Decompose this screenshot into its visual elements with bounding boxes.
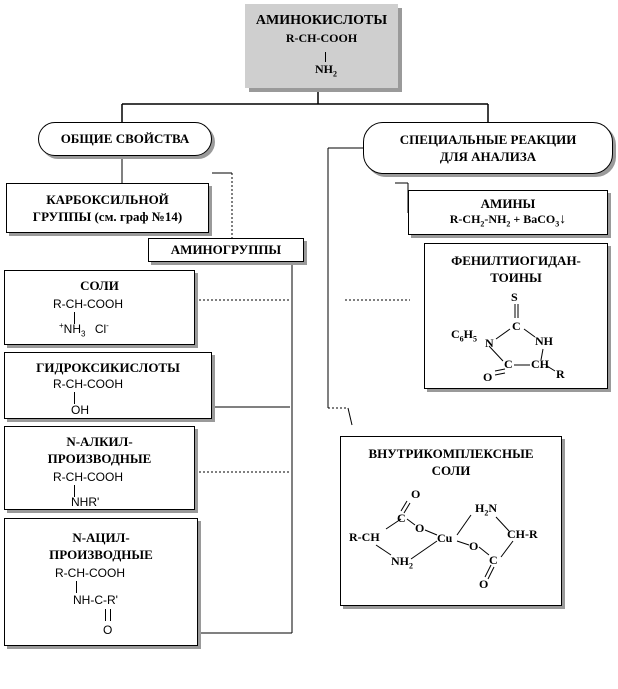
phenyl-r: R [556,367,565,381]
amino-group-box: АМИНОГРУППЫ [148,238,304,262]
chelate-salts-box: ВНУТРИКОМПЛЕКСНЫЕ СОЛИ O C O R-CH Cu NH2… [340,436,562,606]
chelate-c-left: C [397,511,406,525]
n-acyl-oxygen: O [103,623,113,637]
phenyl-c-top: C [512,319,521,333]
n-alkyl-bond [74,485,75,497]
phenyl-title-1: ФЕНИЛТИОГИДАН- [451,253,581,268]
n-acyl-title-1: N-АЦИЛ- [72,530,130,545]
chelate-bonds [375,500,514,580]
salts-box: СОЛИ R-CH-COOH +NH3 Cl- [4,270,195,345]
chelate-rch: R-CH [349,530,380,544]
carboxyl-line-2: ГРУППЫ (см. граф №14) [32,209,183,224]
salts-bond [74,312,75,324]
chelate-o-bottom: O [479,577,489,591]
general-properties-pill: ОБЩИЕ СВОЙСТВА [38,122,212,156]
hydroxy-title: ГИДРОКСИКИСЛОТЫ [36,360,180,375]
n-alkyl-formula: R-CH-COOH [53,470,123,484]
amines-box: АМИНЫ R-CH2-NH2 + BaCO3↓ [408,190,608,235]
n-acyl-formula: R-CH-COOH [55,566,125,580]
n-alkyl-nhr: NHR' [71,495,100,509]
amines-title: АМИНЫ [480,196,536,211]
chelate-cu: Cu [437,531,453,545]
special-reactions-label-2: ДЛЯ АНАЛИЗА [439,149,537,164]
chelate-o-right: O [469,539,479,553]
chelate-o-top: O [411,487,421,501]
hydroxy-oh: OH [71,403,89,417]
phenyl-oxygen: O [483,370,493,384]
salts-ammonium: +NH3 Cl- [59,321,109,339]
n-acyl-title-2: ПРОИЗВОДНЫЕ [49,547,153,562]
n-acyl-bond [76,581,77,593]
chelate-nh2-left: NH2 [391,554,413,571]
title-name: АМИНОКИСЛОТЫ [255,13,388,28]
chelate-title-2: СОЛИ [431,463,471,478]
n-acyl-box: N-АЦИЛ- ПРОИЗВОДНЫЕ R-CH-COOH NH-C-R' O [4,518,198,646]
chelate-title-1: ВНУТРИКОМПЛЕКСНЫЕ [368,446,534,461]
general-properties-label: ОБЩИЕ СВОЙСТВА [60,131,190,146]
phenyl-nh: NH [535,334,553,348]
phenyl-group: C6H5 [451,327,478,344]
salts-title: СОЛИ [80,278,119,293]
phenyl-ch: CH [531,357,549,371]
chelate-h2n: H2N [475,501,498,518]
n-alkyl-title-1: N-АЛКИЛ- [66,434,133,449]
chelate-chr: CH-R [507,527,538,541]
chelate-o-left: O [415,521,425,535]
n-alkyl-box: N-АЛКИЛ- ПРОИЗВОДНЫЕ R-CH-COOH NHR' [4,426,195,510]
amino-group-label: АМИНОГРУППЫ [170,242,282,257]
salts-formula: R-CH-COOH [53,297,123,311]
title-amine: NH2 [315,62,337,79]
chelate-c-right: C [489,553,498,567]
hydroxy-formula: R-CH-COOH [53,377,123,391]
title-box: АМИНОКИСЛОТЫ R-CH-COOH NH2 [245,4,398,88]
n-alkyl-title-2: ПРОИЗВОДНЫЕ [47,451,152,466]
carboxyl-line-1: КАРБОКСИЛЬНОЙ [46,192,169,207]
phenyl-c-bottom: C [504,357,513,371]
n-acyl-double-bond [105,609,111,621]
carboxyl-group-box: КАРБОКСИЛЬНОЙ ГРУППЫ (см. граф №14) [6,183,209,233]
phenylthiohydantoin-box: ФЕНИЛТИОГИДАН- ТОИНЫ S C C6H5 N NH C CH … [424,243,608,389]
phenyl-ring-bonds [488,304,556,376]
hydroxy-bond [74,392,75,404]
amines-reaction: R-CH2-NH2 + BaCO3↓ [449,212,567,229]
special-reactions-label-1: СПЕЦИАЛЬНЫЕ РЕАКЦИИ [399,132,577,147]
title-bond [325,52,326,62]
title-formula: R-CH-COOH [285,31,358,45]
phenyl-sulfur: S [511,290,518,304]
phenyl-title-2: ТОИНЫ [490,270,542,285]
n-acyl-amide: NH-C-R' [73,593,118,607]
phenyl-nitrogen: N [485,336,494,350]
special-reactions-pill: СПЕЦИАЛЬНЫЕ РЕАКЦИИ ДЛЯ АНАЛИЗА [363,122,613,174]
hydroxy-acids-box: ГИДРОКСИКИСЛОТЫ R-CH-COOH OH [4,352,212,419]
